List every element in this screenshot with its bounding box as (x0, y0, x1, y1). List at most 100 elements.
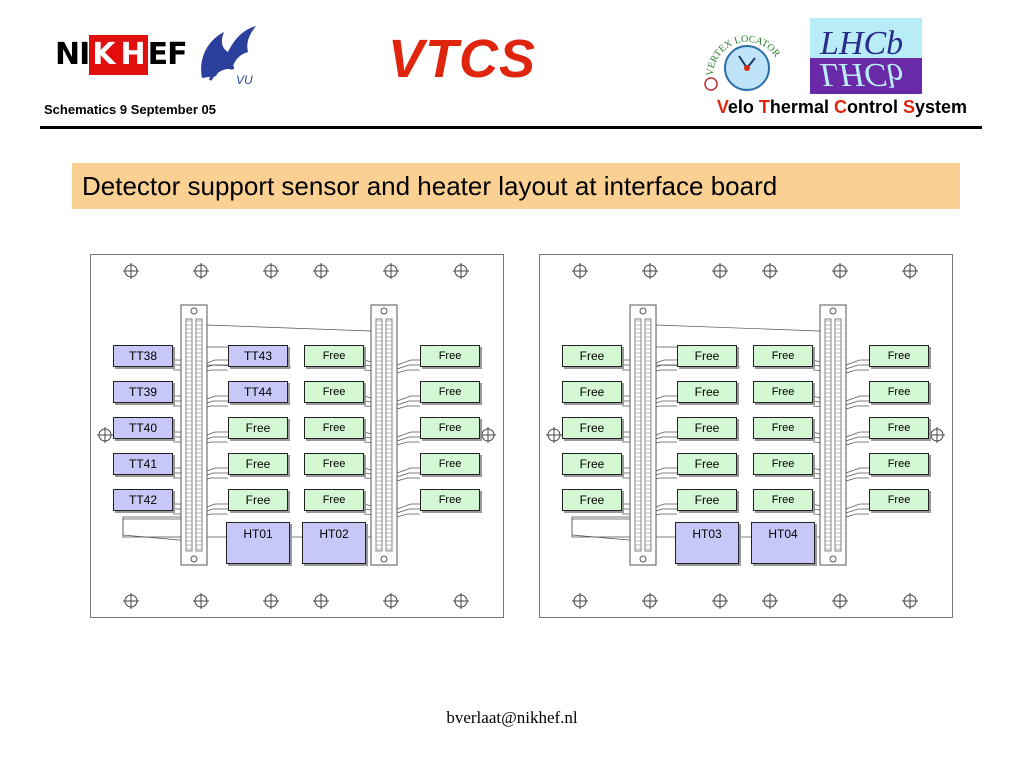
wire (396, 405, 420, 410)
wire (655, 477, 677, 480)
wire (396, 513, 420, 518)
free-slot-label-free: Free (420, 381, 480, 403)
wire (206, 472, 228, 476)
wire (845, 395, 869, 402)
wire (396, 436, 420, 442)
wire (655, 513, 677, 516)
free-slot-label-free: Free (420, 489, 480, 511)
mounting-hole (263, 593, 279, 609)
free-slot-label-free: Free (562, 345, 622, 367)
wire (655, 405, 677, 408)
sensor-label-tt39: TT39 (113, 381, 173, 403)
slide-title: VTCS (388, 29, 537, 89)
wire (396, 508, 420, 514)
wire (396, 400, 420, 406)
wire (206, 477, 228, 480)
svg-text:LHCb: LHCb (819, 56, 903, 93)
wire (655, 395, 677, 400)
free-slot-label-free: Free (869, 345, 929, 367)
wire (396, 369, 420, 374)
connector-strip (629, 304, 657, 566)
free-slot-label-free: Free (304, 489, 364, 511)
wire (206, 405, 228, 408)
mounting-hole (712, 593, 728, 609)
footer-email: bverlaat@nikhef.nl (446, 708, 578, 727)
wire (206, 359, 228, 364)
free-slot-label-free: Free (753, 345, 813, 367)
free-slot-label-free: Free (304, 417, 364, 439)
free-slot-label-free: Free (420, 417, 480, 439)
free-slot-label-free: Free (677, 381, 737, 403)
free-slot-label-free: Free (869, 417, 929, 439)
mounting-hole (313, 263, 329, 279)
sensor-label-tt44: TT44 (228, 381, 288, 403)
free-slot-label-free: Free (562, 489, 622, 511)
mounting-hole (263, 263, 279, 279)
wire (845, 467, 869, 474)
nikhef-logo-part2: K (89, 35, 118, 75)
heater-label-ht01: HT01 (226, 522, 290, 564)
lhcb-logo-text: LHCb (819, 25, 903, 62)
wire (845, 503, 869, 510)
wire (655, 400, 677, 404)
sensor-label-tt42: TT42 (113, 489, 173, 511)
wire (396, 359, 420, 366)
wire (845, 513, 869, 518)
free-slot-label-free: Free (562, 417, 622, 439)
board-wiring (97, 263, 496, 609)
schematics-date: Schematics 9 September 05 (44, 102, 216, 117)
wire (396, 477, 420, 482)
free-slot-label-free: Free (677, 345, 737, 367)
board-wiring (546, 263, 945, 609)
mounting-hole (123, 593, 139, 609)
free-slot-label-free: Free (420, 345, 480, 367)
free-slot-label-free: Free (304, 381, 364, 403)
mounting-hole (546, 427, 562, 443)
nikhef-logo-part4: EF (147, 37, 188, 72)
mounting-hole (642, 263, 658, 279)
mounting-hole (832, 263, 848, 279)
wire (845, 441, 869, 446)
free-slot-label-free: Free (677, 453, 737, 475)
wire (396, 467, 420, 474)
mounting-hole (97, 427, 113, 443)
free-slot-label-free: Free (753, 453, 813, 475)
mounting-hole (572, 263, 588, 279)
wire (845, 364, 869, 370)
mounting-hole (642, 593, 658, 609)
wire (206, 503, 228, 508)
wire (206, 508, 228, 512)
mounting-hole (313, 593, 329, 609)
wire (845, 400, 869, 406)
free-slot-label-free: Free (228, 453, 288, 475)
wire (206, 369, 228, 372)
free-slot-label-free: Free (753, 489, 813, 511)
wire (845, 472, 869, 478)
wire (396, 503, 420, 510)
wire (206, 400, 228, 404)
wire (655, 369, 677, 372)
system-name: Velo Thermal Control System (716, 97, 967, 117)
wire (655, 472, 677, 476)
wire (655, 508, 677, 512)
wire (206, 436, 228, 440)
nikhef-logo-part1: NI (55, 37, 90, 72)
sensor-label-tt41: TT41 (113, 453, 173, 475)
free-slot-label-free: Free (753, 417, 813, 439)
free-slot-label-free: Free (228, 417, 288, 439)
free-slot-label-free: Free (420, 453, 480, 475)
wire (655, 503, 677, 508)
wire (845, 508, 869, 514)
header-divider (40, 126, 982, 129)
wire (206, 431, 228, 436)
heater-label-ht02: HT02 (302, 522, 366, 564)
mounting-hole (480, 427, 496, 443)
heater-bracket (571, 516, 633, 538)
free-slot-label-free: Free (677, 489, 737, 511)
wire (845, 405, 869, 410)
mounting-hole (572, 593, 588, 609)
free-slot-label-free: Free (304, 453, 364, 475)
